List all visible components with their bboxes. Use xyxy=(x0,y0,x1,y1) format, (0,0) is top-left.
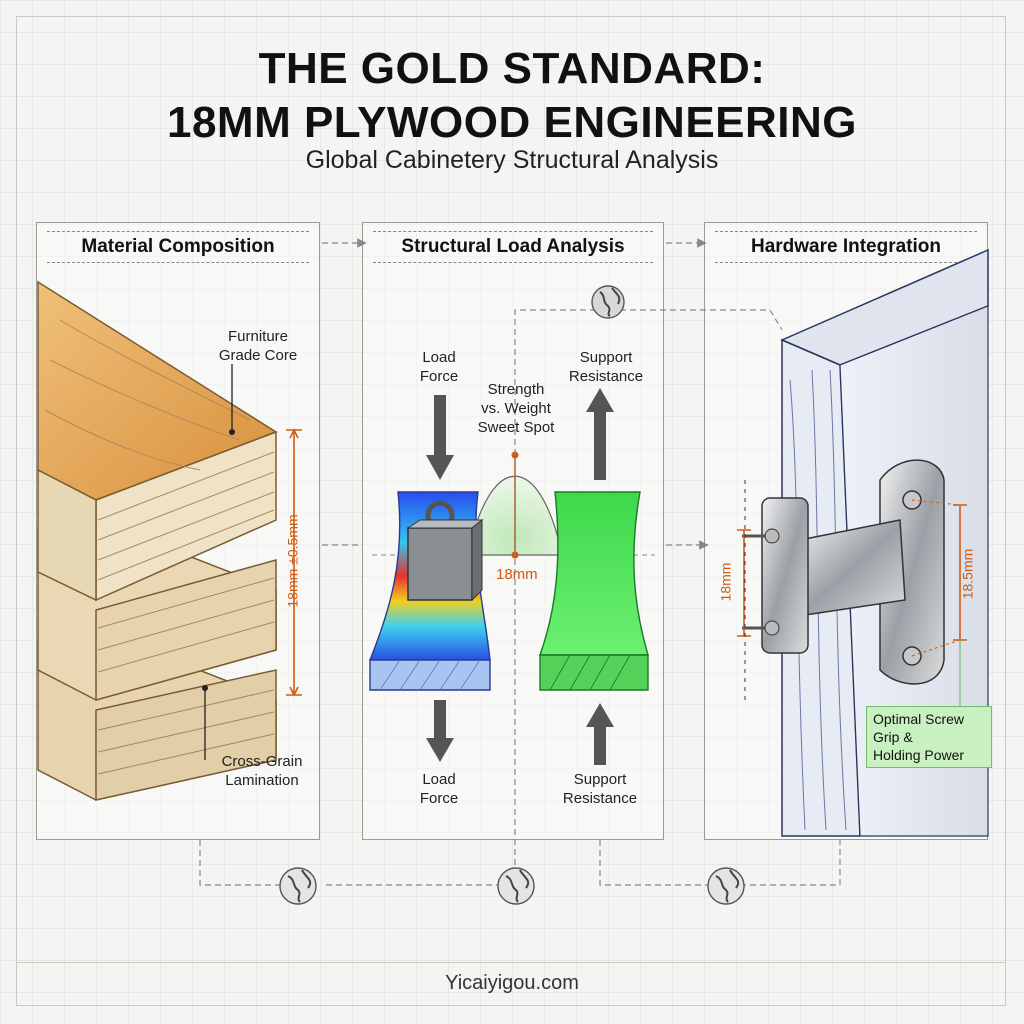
label-core-line1: Furniture xyxy=(227,328,289,345)
panel-heading-structural: Structural Load Analysis xyxy=(373,231,653,263)
globe-icon xyxy=(497,867,535,905)
label-load-force-top: Load Force xyxy=(404,348,474,386)
label-lam-line2: Lamination xyxy=(225,772,299,789)
dimension-structural: 18mm xyxy=(496,566,538,583)
support-top-line2: Resistance xyxy=(568,368,644,385)
label-core-line2: Grade Core xyxy=(218,347,298,364)
structural-load-illustration xyxy=(368,388,655,765)
sweet-line2: vs. Weight xyxy=(481,400,551,417)
callout-line2: Grip & xyxy=(873,729,913,745)
dimension-hinge-right: 18.5mm xyxy=(959,548,976,600)
load-top-line2: Force xyxy=(419,368,459,385)
load-bottom-line2: Force xyxy=(419,790,459,807)
support-bottom-line1: Support xyxy=(573,771,627,788)
globe-icon xyxy=(707,867,745,905)
label-lam-line1: Cross-Grain xyxy=(221,753,303,770)
label-furniture-grade-core: Furniture Grade Core xyxy=(208,327,308,365)
callout-line3: Holding Power xyxy=(873,747,965,763)
globe-icon xyxy=(591,285,625,319)
callout-screw-grip: Optimal Screw Grip & Holding Power xyxy=(866,706,992,768)
dimension-hinge-left: 18mm xyxy=(717,562,734,602)
panel-heading-material: Material Composition xyxy=(47,231,309,263)
load-bottom-line1: Load xyxy=(422,771,456,788)
panel-heading-hardware: Hardware Integration xyxy=(715,231,977,263)
connector-lines xyxy=(199,238,841,886)
sweet-line3: Sweet Spot xyxy=(477,419,555,436)
label-support-resistance-top: Support Resistance xyxy=(556,348,656,386)
dimension-plywood-thickness: 18mm ±0.5mm xyxy=(284,514,301,608)
load-top-line1: Load xyxy=(422,349,456,366)
hinge-illustration xyxy=(737,248,989,837)
page-subtitle: Global Cabinetery Structural Analysis xyxy=(305,146,719,174)
label-load-force-bottom: Load Force xyxy=(404,770,474,808)
support-top-line1: Support xyxy=(579,349,633,366)
label-sweet-spot: Strength vs. Weight Sweet Spot xyxy=(466,380,566,437)
plywood-stack-illustration xyxy=(37,280,302,801)
support-bottom-line2: Resistance xyxy=(562,790,638,807)
callout-line1: Optimal Screw xyxy=(873,711,965,727)
outer-frame xyxy=(16,16,1006,1006)
footer-site: Yicaiyigou.com xyxy=(445,972,579,994)
page-title-line2: 18MM PLYWOOD ENGINEERING xyxy=(166,98,858,147)
label-cross-grain-lamination: Cross-Grain Lamination xyxy=(212,752,312,790)
sweet-line1: Strength xyxy=(487,381,545,398)
label-support-resistance-bottom: Support Resistance xyxy=(550,770,650,808)
page-title-line1: THE GOLD STANDARD: xyxy=(258,44,766,93)
footer-divider xyxy=(16,962,1006,963)
globe-icon xyxy=(279,867,317,905)
